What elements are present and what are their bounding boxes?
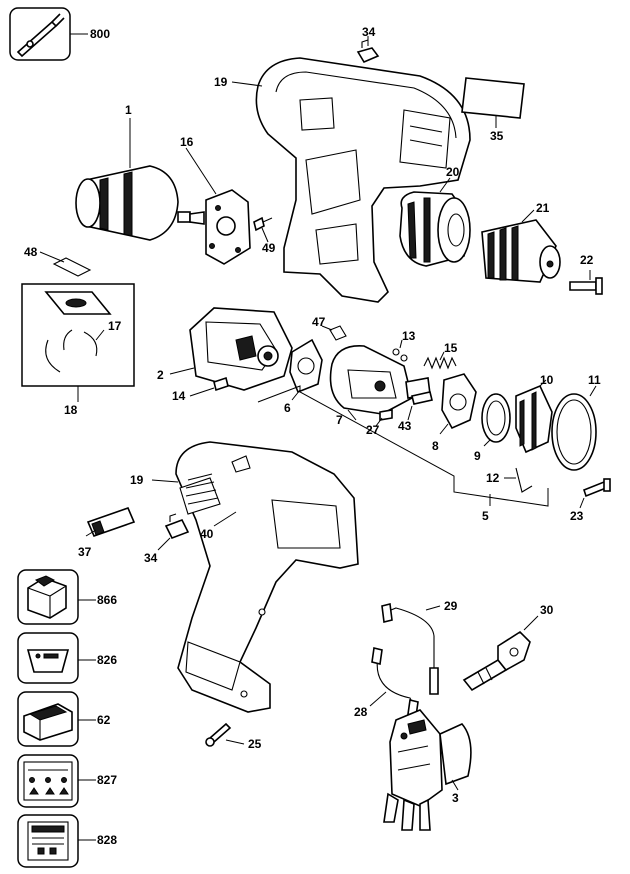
- callout-16: 16: [180, 135, 194, 149]
- housing-half-bottom: 19 40: [130, 441, 359, 713]
- callout-5: 5: [482, 509, 489, 523]
- callout-18: 18: [64, 403, 78, 417]
- group-bracket-5: 5: [257, 385, 549, 523]
- callout-23: 23: [570, 509, 584, 523]
- accessory-826: 826: [17, 632, 117, 684]
- clip-34-bottom: 34: [144, 513, 190, 565]
- callout-40: 40: [200, 527, 214, 541]
- callout-29: 29: [444, 599, 458, 613]
- clutch-ring-10: 10: [515, 373, 554, 454]
- hex-key-12: 12: [486, 467, 533, 493]
- chuck-21: 21: [481, 201, 561, 283]
- ring-gear-6: 6: [284, 338, 323, 415]
- callout-19-bottom: 19: [130, 473, 144, 487]
- callout-34-bottom: 34: [144, 551, 158, 565]
- gear-case-2: 2: [157, 307, 293, 391]
- callout-30: 30: [540, 603, 554, 617]
- clip-34-top: 34: [356, 25, 380, 64]
- wire-harness-29: 29: [381, 599, 458, 695]
- screw-22: 22: [569, 253, 603, 295]
- callout-827: 827: [97, 773, 117, 787]
- callout-800: 800: [90, 27, 110, 41]
- callout-2: 2: [157, 368, 164, 382]
- battery-cover-icon: [26, 649, 70, 673]
- callout-3: 3: [452, 791, 459, 805]
- callout-7: 7: [336, 413, 343, 427]
- callout-8: 8: [432, 439, 439, 453]
- housing-half-top: 19: [214, 57, 471, 303]
- callout-35: 35: [490, 129, 504, 143]
- callout-48: 48: [24, 245, 38, 259]
- pin-47: 47: [312, 315, 347, 341]
- callout-47: 47: [312, 315, 326, 329]
- callout-828: 828: [97, 833, 117, 847]
- callout-62: 62: [97, 713, 111, 727]
- spring-clip-48: 48: [24, 245, 92, 277]
- screw-23: 23: [570, 478, 611, 523]
- callout-13: 13: [402, 329, 416, 343]
- callout-21: 21: [536, 201, 550, 215]
- label-35: 35: [461, 77, 525, 143]
- callout-14: 14: [172, 389, 186, 403]
- nameplate-label-icon: [27, 821, 69, 861]
- motor-plate: 16: [180, 135, 251, 265]
- washer-11: 11: [551, 373, 601, 471]
- charger-icon: [23, 703, 73, 741]
- callout-6: 6: [284, 401, 291, 415]
- accessory-828: 828: [17, 814, 117, 868]
- callout-15: 15: [444, 341, 458, 355]
- callout-22: 22: [580, 253, 594, 267]
- balls-13: 13: [392, 329, 416, 362]
- callout-9: 9: [474, 449, 481, 463]
- forward-reverse-lever-30: 30: [462, 603, 554, 692]
- trigger-switch-3: 3: [383, 709, 472, 831]
- callout-12: 12: [486, 471, 500, 485]
- callout-19-top: 19: [214, 75, 228, 89]
- callout-25: 25: [248, 737, 262, 751]
- accessory-827: 827: [17, 754, 117, 808]
- accessory-62: 62: [17, 691, 111, 747]
- callout-826: 826: [97, 653, 117, 667]
- wire-harness-28: 28: [354, 647, 419, 719]
- clutch-collar-20: 20: [399, 165, 471, 267]
- callout-1: 1: [125, 103, 132, 117]
- callout-10: 10: [540, 373, 554, 387]
- callout-28: 28: [354, 705, 368, 719]
- callout-37: 37: [78, 545, 92, 559]
- washer-9: 9: [474, 393, 511, 463]
- callout-34-top: 34: [362, 25, 376, 39]
- motor: 1: [75, 103, 205, 241]
- clutch-plate-8: 8: [432, 373, 477, 453]
- screwdriver-bit-holder-icon: [16, 13, 65, 58]
- spindle-43: 43: [398, 391, 433, 433]
- callout-11: 11: [588, 373, 601, 387]
- battery-pack-icon: [27, 575, 67, 619]
- callout-17: 17: [108, 319, 122, 333]
- accessory-866: 866: [17, 569, 117, 625]
- accessory-800: 800: [9, 7, 110, 61]
- callout-43: 43: [398, 419, 412, 433]
- screw-49: 49: [253, 216, 276, 255]
- switch-lock-group-18: 17 18: [21, 283, 135, 417]
- screwdriver-bit-37: 37: [78, 506, 136, 559]
- warning-label-icon: [23, 761, 73, 801]
- callout-20: 20: [446, 165, 460, 179]
- screw-14: 14: [172, 376, 229, 403]
- spring-15: 15: [423, 341, 458, 370]
- screw-25: 25: [205, 722, 262, 751]
- callout-866: 866: [97, 593, 117, 607]
- callout-49: 49: [262, 241, 276, 255]
